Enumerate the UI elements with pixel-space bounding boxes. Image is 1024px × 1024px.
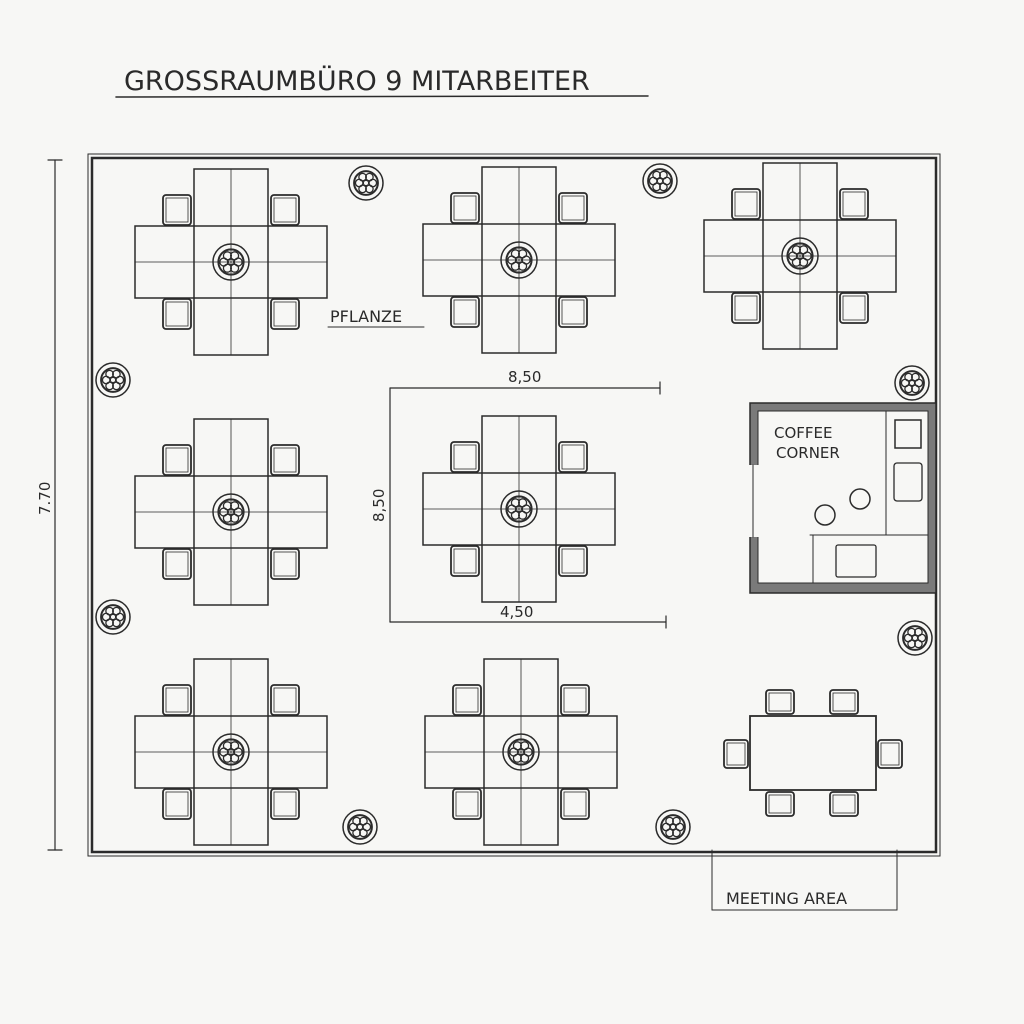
plant-icon xyxy=(894,365,930,401)
chair-icon xyxy=(560,684,590,716)
plant-label: PFLANZE xyxy=(330,307,402,326)
chair-icon xyxy=(731,188,761,220)
coffee-corner: COFFEE CORNER xyxy=(746,402,937,594)
zone-height-label: 8,50 xyxy=(370,489,388,522)
workstation-cluster xyxy=(134,168,328,356)
chair-icon xyxy=(270,788,300,820)
coffee-machine xyxy=(894,419,922,449)
chair-icon xyxy=(270,444,300,476)
plant-icon xyxy=(500,490,538,528)
plant-icon xyxy=(897,620,933,656)
plan-title: GROSSRAUMBÜRO 9 MITARBEITER xyxy=(124,65,590,97)
workstation-cluster xyxy=(424,658,618,846)
room-height-dimension: 7.70 xyxy=(36,159,63,851)
chair-icon xyxy=(270,298,300,330)
cluster-width-label: 4,50 xyxy=(500,603,533,621)
chair-icon xyxy=(839,292,869,324)
plant-icon xyxy=(212,733,250,771)
workstation-cluster xyxy=(422,166,616,354)
chair-icon xyxy=(270,684,300,716)
chair-icon xyxy=(162,684,192,716)
chair-icon xyxy=(839,188,869,220)
chair-icon xyxy=(450,296,480,328)
chair-icon xyxy=(270,194,300,226)
plant-icon xyxy=(500,241,538,279)
chair-icon xyxy=(162,194,192,226)
plant-icon xyxy=(212,493,250,531)
workstation-clusters xyxy=(134,162,897,846)
cooktop xyxy=(893,462,923,502)
chair-icon xyxy=(452,684,482,716)
chair-icon xyxy=(829,791,859,817)
chair-icon xyxy=(723,739,749,769)
chair-icon xyxy=(731,292,761,324)
chair-icon xyxy=(558,441,588,473)
chair-icon xyxy=(558,192,588,224)
plant-icon xyxy=(502,733,540,771)
chair-icon xyxy=(558,296,588,328)
room-height-label: 7.70 xyxy=(36,482,54,515)
sink xyxy=(835,544,877,578)
chair-icon xyxy=(452,788,482,820)
plant-icon xyxy=(781,237,819,275)
cup-icon xyxy=(814,504,836,526)
workstation-cluster xyxy=(703,162,897,350)
chair-icon xyxy=(765,689,795,715)
chair-icon xyxy=(829,689,859,715)
meeting-area: MEETING AREA xyxy=(711,689,903,911)
plants xyxy=(95,163,933,845)
chair-icon xyxy=(558,545,588,577)
chair-icon xyxy=(560,788,590,820)
zone-dimensions: 8,50 8,50 4,50 xyxy=(370,368,667,629)
chair-icon xyxy=(450,441,480,473)
plant-icon xyxy=(95,599,131,635)
plant-icon xyxy=(212,243,250,281)
title-underline xyxy=(115,95,649,98)
plant-icon xyxy=(95,362,131,398)
meeting-area-label: MEETING AREA xyxy=(726,889,847,908)
chair-icon xyxy=(450,545,480,577)
chair-icon xyxy=(270,548,300,580)
meeting-table xyxy=(749,715,877,791)
cup-icon xyxy=(849,488,871,510)
chair-icon xyxy=(162,788,192,820)
chair-icon xyxy=(877,739,903,769)
chair-icon xyxy=(765,791,795,817)
chair-icon xyxy=(162,298,192,330)
plant-icon xyxy=(642,163,678,199)
plant-icon xyxy=(348,165,384,201)
coffee-corner-label-1: COFFEE xyxy=(774,424,833,442)
workstation-cluster xyxy=(422,415,616,603)
zone-width-label: 8,50 xyxy=(508,368,541,386)
plant-icon xyxy=(655,809,691,845)
workstation-cluster xyxy=(134,658,328,846)
plant-icon xyxy=(342,809,378,845)
chair-icon xyxy=(450,192,480,224)
coffee-corner-label-2: CORNER xyxy=(776,444,840,462)
workstation-cluster xyxy=(134,418,328,606)
chair-icon xyxy=(162,444,192,476)
chair-icon xyxy=(162,548,192,580)
